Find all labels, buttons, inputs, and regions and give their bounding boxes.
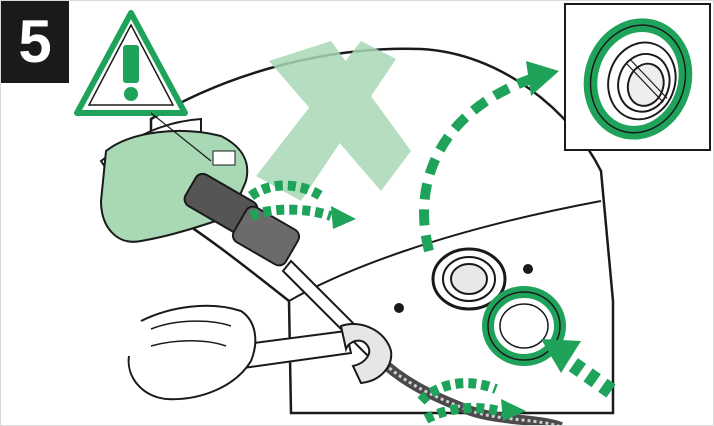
glove-label xyxy=(213,151,235,165)
seal-detail-illustration xyxy=(566,5,709,149)
step-badge: 5 xyxy=(1,1,69,83)
screw-hole xyxy=(394,303,404,313)
warning-triangle-icon xyxy=(77,13,185,113)
screw-hole xyxy=(523,264,533,274)
detail-inset xyxy=(564,3,711,151)
step-number: 5 xyxy=(18,12,51,72)
hand-outline xyxy=(129,306,256,399)
